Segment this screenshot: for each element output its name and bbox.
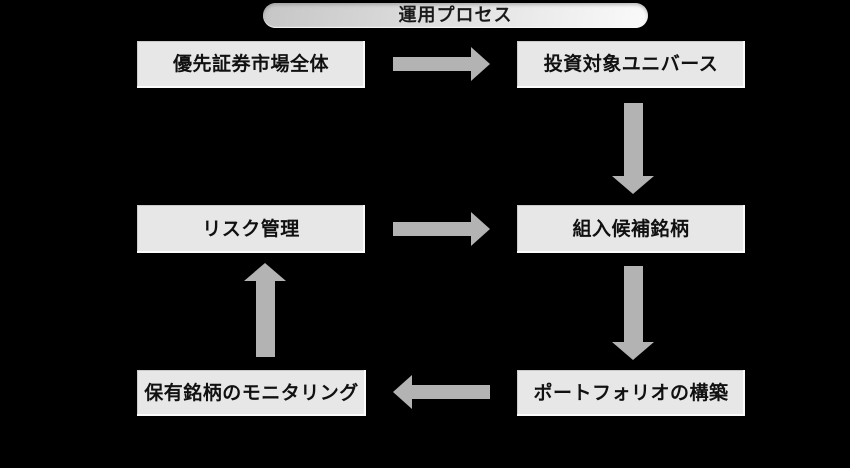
arrow-monitoring-to-risk-icon xyxy=(244,263,286,357)
arrow-portfolio-to-monitoring-icon xyxy=(393,375,490,409)
flow-box-universe-label: 投資対象ユニバース xyxy=(543,54,719,75)
arrow-risk-to-candidates-icon xyxy=(393,212,490,246)
flow-box-market: 優先証券市場全体 xyxy=(137,41,365,88)
flow-box-portfolio: ポートフォリオの構築 xyxy=(517,370,745,416)
arrow-market-to-universe-icon xyxy=(393,47,490,81)
flow-box-risk: リスク管理 xyxy=(137,205,365,253)
flow-box-risk-label: リスク管理 xyxy=(202,218,300,240)
flow-box-market-label: 優先証券市場全体 xyxy=(172,54,329,75)
arrow-universe-to-candidates-icon xyxy=(612,103,654,194)
flow-box-monitoring: 保有銘柄のモニタリング xyxy=(137,370,366,416)
flow-box-portfolio-label: ポートフォリオの構築 xyxy=(533,382,729,404)
flow-box-monitoring-label: 保有銘柄のモニタリング xyxy=(144,382,359,404)
flow-box-candidates: 組入候補銘柄 xyxy=(517,205,745,253)
flow-box-universe: 投資対象ユニバース xyxy=(517,41,745,88)
diagram-title-banner: 運用プロセス xyxy=(263,3,648,28)
flow-box-candidates-label: 組入候補銘柄 xyxy=(572,218,690,240)
diagram-title: 運用プロセス xyxy=(398,5,513,25)
arrow-candidates-to-portfolio-icon xyxy=(612,266,654,360)
